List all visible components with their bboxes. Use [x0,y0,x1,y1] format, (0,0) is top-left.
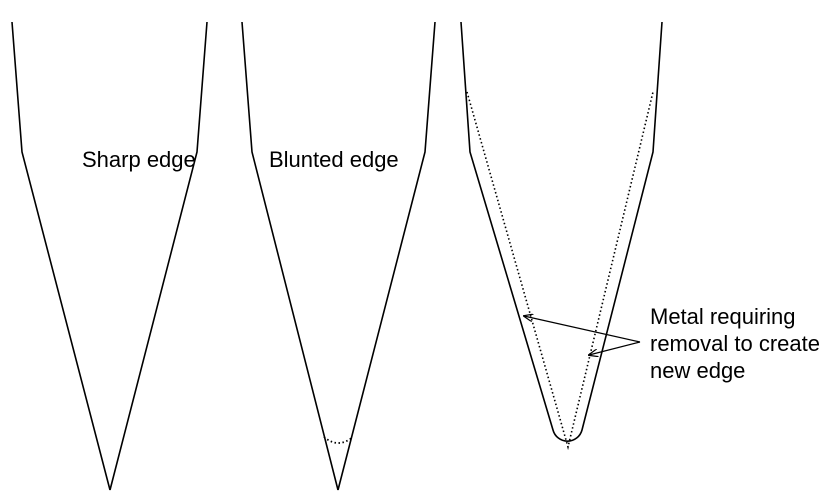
blunted-edge-label: Blunted edge [269,147,399,172]
sharp-blade-outline-left [11,21,111,491]
sharp-edge-blade [11,21,208,491]
arrow-right-to-removed-metal [589,341,641,355]
sharp-blade-outline-right [109,21,208,491]
sharp-edge-label: Sharp edge [82,147,196,172]
blunted-edge-blade [241,21,436,491]
blunted-blade-outline-left [241,21,339,491]
annotation-arrows [524,316,641,355]
metal-removal-annotation: Metal requiring removal to create new ed… [650,303,820,384]
rounded-blade-outline [460,21,663,442]
annotation-line-2: removal to create [650,331,820,356]
new-edge-dotted-outline [466,91,654,451]
blunted-blade-outline-right [337,21,436,491]
resharpening-blade [460,21,663,451]
arrow-left-to-removed-metal [524,316,641,343]
annotation-line-1: Metal requiring [650,304,796,329]
blunted-edge-dotted-arc [323,436,354,444]
annotation-line-3: new edge [650,358,746,383]
